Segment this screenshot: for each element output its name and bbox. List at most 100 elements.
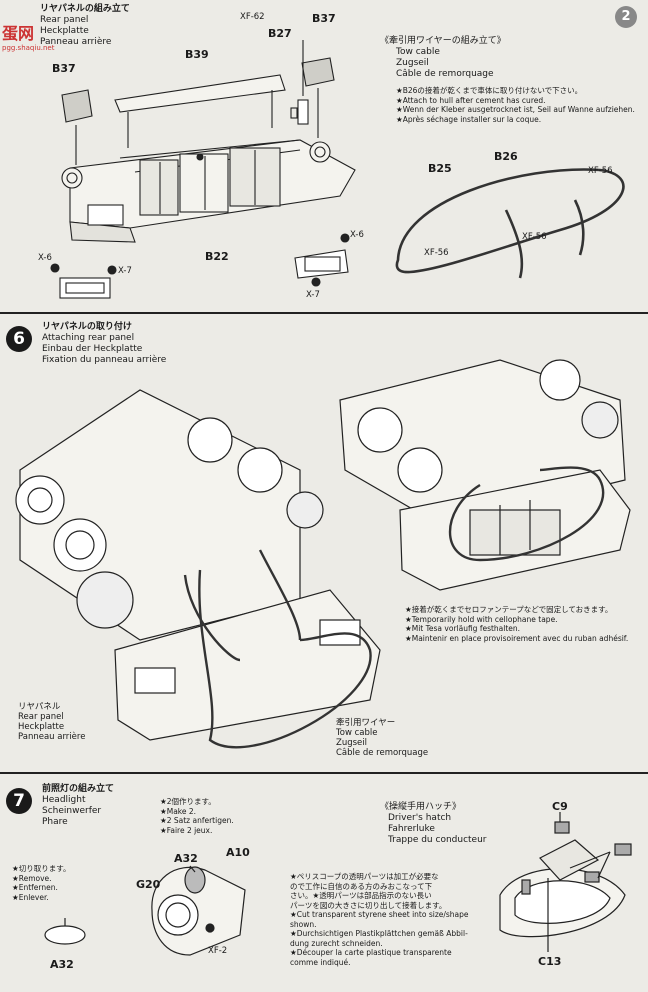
part-label-b27: B27 [268, 27, 292, 40]
hatch-note-5: ★Cut transparent styrene sheet into size… [290, 910, 469, 919]
part-label-c9: C9 [552, 800, 568, 813]
rear-panel-de: Heckplatte [18, 722, 65, 732]
step5-title-en: Rear panel [40, 15, 89, 25]
part-label-x7-left: X-7 [118, 266, 132, 276]
step7-title-jp: 前照灯の組み立て [42, 784, 115, 794]
tow-cable-title-fr: Câble de remorquage [396, 69, 494, 79]
step7-title-fr: Phare [42, 817, 68, 827]
make2-fr: ★Faire 2 jeux. [160, 825, 213, 835]
hatch-note-6: shown. [290, 919, 317, 929]
hatch-drawing [499, 812, 632, 952]
part-label-xf56-a: XF-56 [588, 166, 613, 176]
make2-en: ★Make 2. [160, 806, 197, 816]
hatch-header: 《操縦手用ハッチ》 Driver's hatch Fahrerluke Trap… [380, 802, 487, 846]
step6-title-de: Einbau der Heckplatte [42, 344, 143, 354]
rear-panel-drawing [50, 40, 356, 299]
step7-title-de: Scheinwerfer [42, 806, 102, 816]
step6-title-fr: Fixation du panneau arrière [42, 355, 167, 365]
make2-de: ★2 Satz anfertigen. [160, 816, 234, 825]
part-label-b25: B25 [428, 162, 452, 175]
part-label-b37-right: B37 [312, 12, 336, 25]
part-label-a10: A10 [226, 846, 250, 859]
tow-cable-callout: 牽引用ワイヤー Tow cable Zugseil Câble de remor… [336, 718, 428, 758]
hatch-note-10: comme indiqué. [290, 957, 351, 967]
part-label-a32-cut: A32 [50, 958, 74, 971]
remove-note: ★切り取ります。 ★Remove. ★Entfernen. ★Enlever. [12, 864, 70, 902]
part-label-g20: G20 [136, 878, 161, 891]
step5-title-de: Heckplatte [40, 26, 89, 36]
hatch-note-7: ★Durchsichtigen Plastikplättchen gemäß A… [290, 929, 468, 938]
rear-panel-callout: リヤパネル Rear panel Heckplatte Panneau arri… [18, 702, 85, 742]
tow-cable-callout-en: Tow cable [336, 728, 378, 738]
hatch-title-fr: Trappe du conducteur [388, 835, 487, 845]
part-label-x7-right: X-7 [306, 290, 320, 300]
part-label-xf62: XF-62 [240, 12, 265, 22]
headlight-drawing [44, 865, 246, 956]
tow-cable-title-en: Tow cable [396, 47, 440, 57]
step6-title: リヤパネルの取り付け Attaching rear panel Einbau d… [42, 322, 166, 366]
tow-cable-header: 《牽引用ワイヤーの組み立て》 Tow cable Zugseil Câble d… [380, 36, 506, 80]
step6-note-fr: ★Maintenir en place provisoirement avec … [405, 633, 629, 643]
rear-panel-jp: リヤパネル [18, 702, 61, 712]
hatch-note-1: ★ペリスコープの透明パーツは加工が必要な [290, 872, 439, 881]
part-label-xf56-c: XF-56 [424, 248, 449, 258]
watermark-line1: 蛋网 [2, 24, 35, 43]
tow-cable-callout-fr: Câble de remorquage [336, 748, 429, 758]
step5-title-jp: リヤパネルの組み立て [40, 4, 130, 14]
tow-cable-note-en: ★Attach to hull after cement has cured. [396, 95, 546, 105]
step5-title: リヤパネルの組み立て Rear panel Heckplatte Panneau… [40, 4, 130, 48]
remove-en: ★Remove. [12, 873, 52, 883]
watermark: 蛋网 pgg.shaqiu.net [2, 20, 54, 52]
part-label-b39: B39 [185, 48, 209, 61]
tow-cable-note-de: ★Wenn der Kleber ausgetrocknet ist, Seil… [396, 105, 635, 114]
step5-title-fr: Panneau arrière [40, 37, 112, 47]
part-label-b37-left: B37 [52, 62, 76, 75]
hatch-note-3: さい。★透明パーツは部品指示のない長い [290, 891, 432, 900]
part-label-c13: C13 [538, 955, 562, 968]
hatch-title-de: Fahrerluke [388, 824, 435, 834]
corner-page-number: 2 [615, 6, 637, 28]
step6-number: 6 [6, 326, 32, 352]
tow-cable-callout-de: Zugseil [336, 738, 367, 748]
part-label-x6-right: X-6 [350, 230, 364, 240]
rear-panel-en: Rear panel [18, 712, 64, 722]
remove-fr: ★Enlever. [12, 892, 49, 902]
part-label-xf2: XF-2 [208, 946, 228, 956]
hatch-note-2: ので工作に自信のある方のみおこなって下 [290, 881, 433, 891]
step6-note-jp: ★接着が乾くまでセロファンテープなどで固定しておきます。 [405, 605, 613, 614]
tow-cable-title-jp: 《牽引用ワイヤーの組み立て》 [380, 36, 506, 46]
make2-note: ★2個作ります。 ★Make 2. ★2 Satz anfertigen. ★F… [160, 797, 234, 835]
step6-title-jp: リヤパネルの取り付け [42, 322, 132, 332]
remove-jp: ★切り取ります。 [12, 864, 71, 873]
part-label-x6-left: X-6 [38, 253, 52, 263]
step7-title-en: Headlight [42, 795, 86, 805]
tow-cable-title-de: Zugseil [396, 58, 429, 68]
tow-cable-callout-jp: 牽引用ワイヤー [336, 718, 396, 728]
divider-2 [0, 772, 648, 774]
part-label-b26: B26 [494, 150, 518, 163]
part-label-b22: B22 [205, 250, 229, 263]
part-label-xf56-b: XF-56 [522, 232, 547, 242]
part-label-a32-lens: A32 [174, 852, 198, 865]
tow-cable-note-jp: ★B26の接着が乾くまで車体に取り付けないで下さい。 [396, 86, 583, 95]
tow-cable-note-fr: ★Après séchage installer sur la coque. [396, 114, 542, 124]
hatch-notes: ★ペリスコープの透明パーツは加工が必要な ので工作に自信のある方のみおこなって下… [290, 872, 469, 967]
step7-number: 7 [6, 788, 32, 814]
hull-drawing-right [339, 359, 631, 591]
tow-cable-drawing [395, 168, 625, 279]
make2-jp: ★2個作ります。 [160, 797, 216, 806]
watermark-line2: pgg.shaqiu.net [2, 44, 55, 52]
hatch-title-jp: 《操縦手用ハッチ》 [380, 802, 462, 812]
tow-cable-notes: ★B26の接着が乾くまで車体に取り付けないで下さい。 ★Attach to hu… [396, 86, 635, 124]
hatch-note-9: ★Découper la carte plastique transparent… [290, 948, 452, 957]
hatch-note-4: パーツを図の大きさに切り出して接着します。 [290, 900, 447, 910]
step6-note-de: ★Mit Tesa vorläufig festhalten. [405, 624, 521, 633]
divider-1 [0, 312, 648, 314]
step6-notes: ★接着が乾くまでセロファンテープなどで固定しておきます。 ★Temporaril… [405, 605, 628, 643]
hatch-title-en: Driver's hatch [388, 813, 452, 823]
rear-panel-fr: Panneau arrière [18, 732, 86, 742]
step7-title: 前照灯の組み立て Headlight Scheinwerfer Phare [42, 784, 114, 828]
step6-title-en: Attaching rear panel [42, 333, 135, 343]
remove-de: ★Entfernen. [12, 883, 58, 892]
